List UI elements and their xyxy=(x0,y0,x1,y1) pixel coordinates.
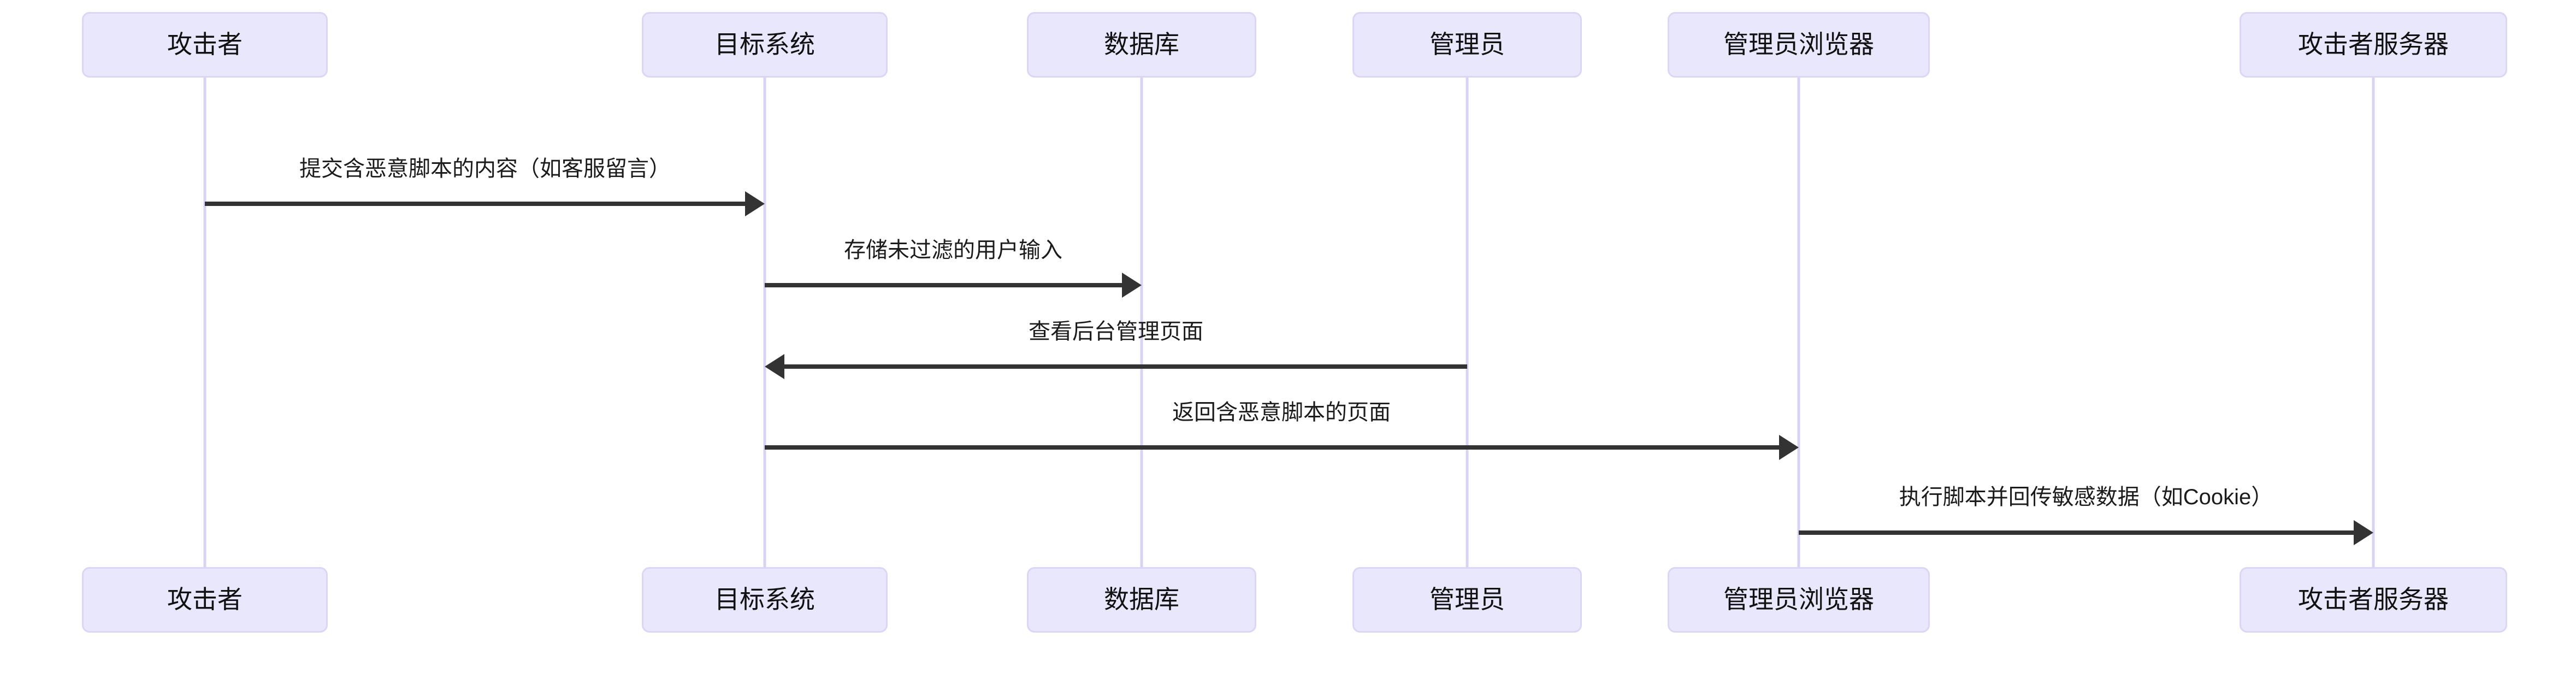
participant-footer-attacker[interactable]: 攻击者 xyxy=(82,567,328,633)
message-label: 存储未过滤的用户输入 xyxy=(844,238,1062,262)
lifeline-target-system xyxy=(763,78,766,567)
participant-header-attacker-server[interactable]: 攻击者服务器 xyxy=(2240,12,2507,78)
participant-label: 管理员浏览器 xyxy=(1723,30,1874,59)
message-label: 查看后台管理页面 xyxy=(1029,320,1203,344)
lifeline-attacker xyxy=(203,78,206,567)
message-arrow-line xyxy=(1799,530,2355,535)
participant-label: 管理员 xyxy=(1429,585,1505,614)
participant-label: 数据库 xyxy=(1104,30,1179,59)
message-label: 提交含恶意脚本的内容（如客服留言） xyxy=(299,157,671,181)
message-arrow-line xyxy=(783,364,1467,369)
participant-label: 攻击者服务器 xyxy=(2298,585,2449,614)
participant-footer-target-system[interactable]: 目标系统 xyxy=(642,567,888,633)
participant-label: 攻击者 xyxy=(167,30,243,59)
lifeline-admin xyxy=(1466,78,1469,567)
participant-label: 数据库 xyxy=(1104,585,1179,614)
participant-label: 目标系统 xyxy=(714,30,815,59)
participant-header-admin[interactable]: 管理员 xyxy=(1352,12,1582,78)
participant-header-admin-browser[interactable]: 管理员浏览器 xyxy=(1668,12,1930,78)
participant-label: 目标系统 xyxy=(714,585,815,614)
participant-header-database[interactable]: 数据库 xyxy=(1027,12,1256,78)
participant-footer-admin-browser[interactable]: 管理员浏览器 xyxy=(1668,567,1930,633)
arrow-head-right-icon xyxy=(2354,520,2373,545)
lifeline-attacker-server xyxy=(2372,78,2375,567)
participant-label: 攻击者服务器 xyxy=(2298,30,2449,59)
lifeline-database xyxy=(1140,78,1143,567)
participant-label: 管理员浏览器 xyxy=(1723,585,1874,614)
arrow-head-right-icon xyxy=(1779,435,1799,460)
participant-footer-database[interactable]: 数据库 xyxy=(1027,567,1256,633)
arrow-head-right-icon xyxy=(1122,273,1142,298)
message-arrow-line xyxy=(765,283,1123,287)
arrow-head-right-icon xyxy=(745,191,765,216)
participant-footer-admin[interactable]: 管理员 xyxy=(1352,567,1582,633)
message-label: 返回含恶意脚本的页面 xyxy=(1172,400,1391,424)
participant-label: 管理员 xyxy=(1429,30,1505,59)
participant-label: 攻击者 xyxy=(167,585,243,614)
lifeline-admin-browser xyxy=(1797,78,1800,567)
message-arrow-line xyxy=(205,202,746,206)
arrow-head-left-icon xyxy=(765,354,784,379)
participant-header-target-system[interactable]: 目标系统 xyxy=(642,12,888,78)
message-arrow-line xyxy=(765,445,1780,450)
participant-header-attacker[interactable]: 攻击者 xyxy=(82,12,328,78)
participant-footer-attacker-server[interactable]: 攻击者服务器 xyxy=(2240,567,2507,633)
message-label: 执行脚本并回传敏感数据（如Cookie） xyxy=(1899,485,2273,509)
